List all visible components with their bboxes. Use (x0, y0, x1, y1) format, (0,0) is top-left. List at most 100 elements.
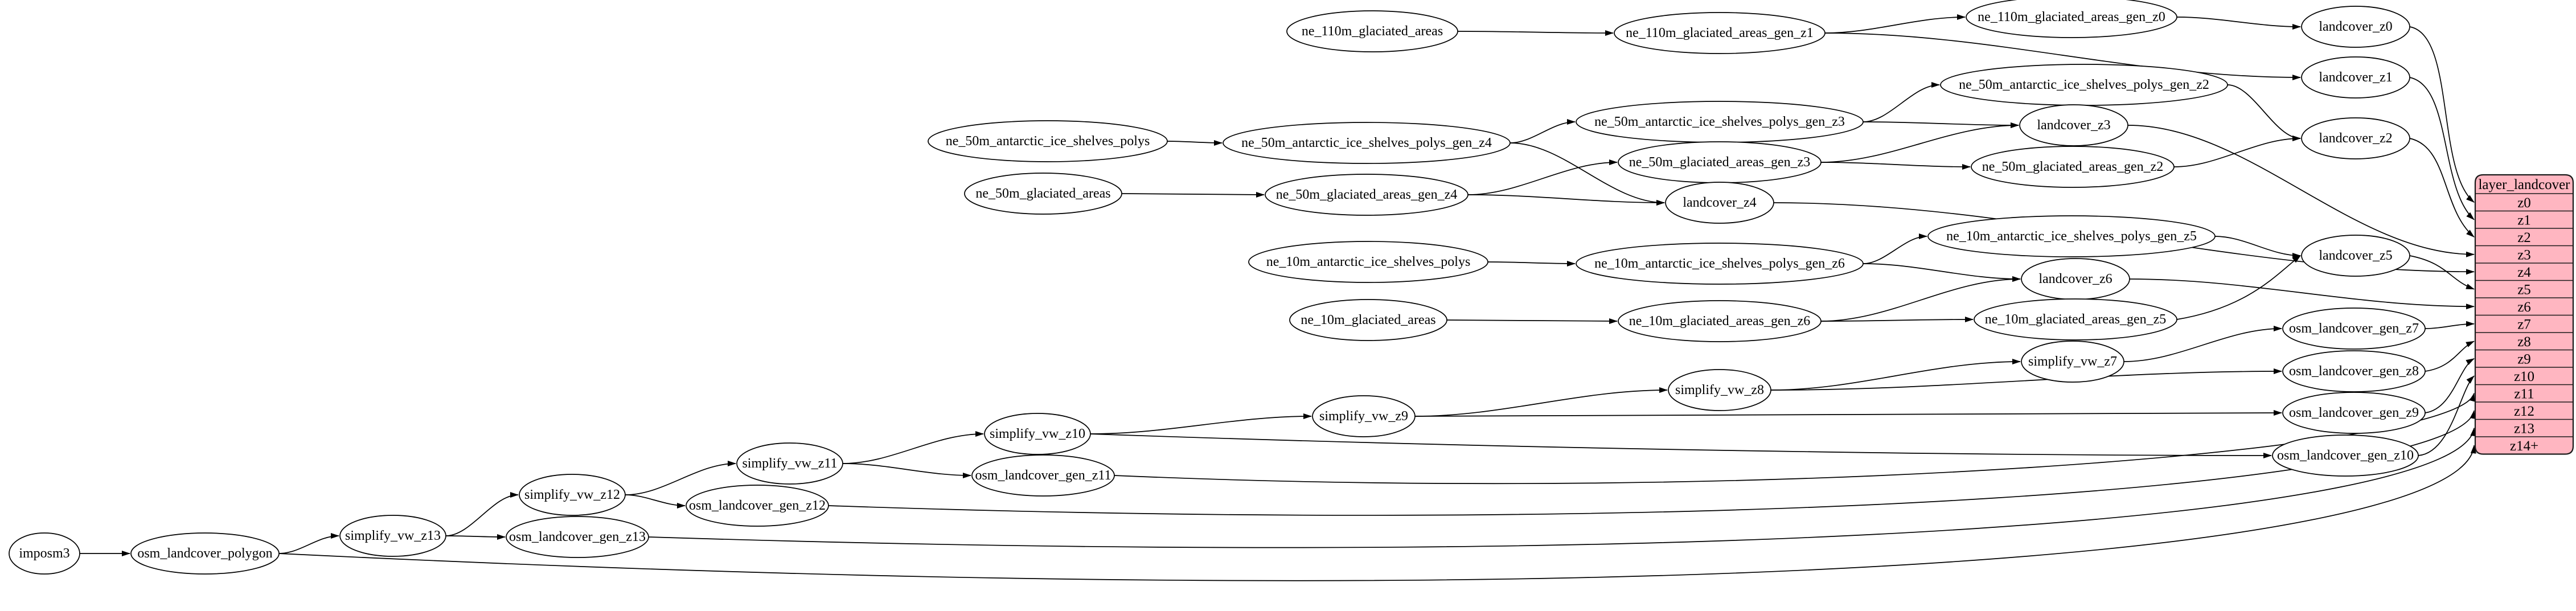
node-label-osm_landcover_polygon: osm_landcover_polygon (137, 546, 272, 561)
table-row-z2: z2 (2517, 230, 2531, 245)
table-row-z9: z9 (2517, 351, 2531, 367)
edge-simplify_vw_z9-to-osm_landcover_gen_z9 (1414, 410, 2282, 417)
edge-landcover_z1-to-row-z1 (2409, 77, 2475, 220)
node-simplify_vw_z12: simplify_vw_z12 (519, 474, 626, 516)
edge-ne_10m_antarctic_ice_shelves_polys_gen_z6-to-ne_10m_antarctic_ice_shelves_polys_gen_z5 (1863, 233, 1927, 264)
node-ne_50m_antarctic_ice_shelves_polys_gen_z2: ne_50m_antarctic_ice_shelves_polys_gen_z… (1940, 64, 2228, 106)
node-osm_landcover_gen_z13: osm_landcover_gen_z13 (506, 516, 649, 558)
node-label-imposm3: imposm3 (19, 546, 69, 561)
edge-osm_landcover_gen_z9-to-row-z9 (2425, 358, 2475, 413)
edge-simplify_vw_z9-to-simplify_vw_z8 (1414, 387, 1668, 417)
node-label-ne_50m_glaciated_areas: ne_50m_glaciated_areas (975, 186, 1110, 201)
node-label-osm_landcover_gen_z13: osm_landcover_gen_z13 (509, 530, 646, 544)
node-ellipse-landcover_z5 (2301, 235, 2410, 277)
node-label-landcover_z1: landcover_z1 (2319, 70, 2392, 85)
edge-ne_50m_glaciated_areas_gen_z4-to-landcover_z4 (1467, 194, 1665, 206)
edge-landcover_z2-to-row-z2 (2409, 138, 2475, 237)
table-row-z11: z11 (2514, 386, 2534, 401)
node-ellipse-osm_landcover_gen_z13 (506, 516, 649, 558)
edge-osm_landcover_gen_z8-to-row-z8 (2425, 341, 2475, 372)
node-simplify_vw_z10: simplify_vw_z10 (984, 413, 1091, 455)
node-label-simplify_vw_z13: simplify_vw_z13 (345, 528, 441, 543)
node-ne_50m_glaciated_areas_gen_z2: ne_50m_glaciated_areas_gen_z2 (1971, 146, 2175, 188)
node-label-ne_10m_glaciated_areas: ne_10m_glaciated_areas (1301, 313, 1435, 327)
node-label-ne_50m_antarctic_ice_shelves_polys: ne_50m_antarctic_ice_shelves_polys (946, 134, 1150, 149)
table-row-z5: z5 (2517, 282, 2531, 297)
node-landcover_z2: landcover_z2 (2301, 117, 2410, 159)
node-ellipse-simplify_vw_z11 (736, 442, 843, 485)
node-label-simplify_vw_z8: simplify_vw_z8 (1675, 383, 1764, 397)
node-ne_50m_antarctic_ice_shelves_polys: ne_50m_antarctic_ice_shelves_polys (928, 120, 1168, 162)
table-row-z6: z6 (2517, 300, 2531, 315)
node-label-osm_landcover_gen_z10: osm_landcover_gen_z10 (2277, 448, 2414, 463)
edges-layer (80, 14, 2476, 581)
node-label-landcover_z4: landcover_z4 (1683, 195, 1756, 210)
node-simplify_vw_z13: simplify_vw_z13 (339, 515, 446, 557)
edge-osm_landcover_gen_z10-to-row-z10 (2418, 375, 2475, 456)
node-osm_landcover_gen_z10: osm_landcover_gen_z10 (2272, 434, 2419, 477)
edge-ne_50m_glaciated_areas_gen_z4-to-ne_50m_glaciated_areas_gen_z3 (1467, 159, 1618, 195)
node-ellipse-ne_50m_antarctic_ice_shelves_polys_gen_z4 (1223, 122, 1511, 164)
node-osm_landcover_gen_z8: osm_landcover_gen_z8 (2282, 350, 2426, 392)
node-ellipse-osm_landcover_gen_z9 (2282, 392, 2426, 434)
node-label-ne_50m_glaciated_areas_gen_z4: ne_50m_glaciated_areas_gen_z4 (1276, 187, 1458, 202)
node-ellipse-landcover_z0 (2301, 6, 2410, 48)
node-label-simplify_vw_z11: simplify_vw_z11 (742, 456, 837, 471)
node-ellipse-landcover_z3 (2019, 104, 2128, 146)
table-row-z7: z7 (2517, 317, 2531, 332)
node-label-osm_landcover_gen_z8: osm_landcover_gen_z8 (2289, 364, 2419, 379)
edge-ne_50m_antarctic_ice_shelves_polys_gen_z4-to-landcover_z4 (1509, 142, 1665, 206)
edge-ne_10m_glaciated_areas-to-ne_10m_glaciated_areas_gen_z6 (1446, 318, 1618, 324)
edge-simplify_vw_z7-to-osm_landcover_gen_z7 (2123, 326, 2282, 362)
node-ne_10m_antarctic_ice_shelves_polys: ne_10m_antarctic_ice_shelves_polys (1248, 241, 1488, 283)
table-row-z12: z12 (2514, 404, 2534, 419)
edge-simplify_vw_z10-to-simplify_vw_z9 (1090, 413, 1312, 434)
node-ellipse-ne_110m_glaciated_areas (1286, 10, 1458, 52)
edge-simplify_vw_z8-to-osm_landcover_gen_z8 (1770, 368, 2282, 391)
node-label-ne_10m_antarctic_ice_shelves_polys_gen_z6: ne_10m_antarctic_ice_shelves_polys_gen_z… (1594, 256, 1845, 271)
node-label-landcover_z2: landcover_z2 (2319, 131, 2392, 146)
node-landcover_z1: landcover_z1 (2301, 56, 2410, 99)
edge-simplify_vw_z13-to-osm_landcover_gen_z13 (445, 534, 506, 540)
edge-ne_10m_glaciated_areas_gen_z5-to-landcover_z5 (2176, 255, 2301, 320)
node-ellipse-ne_50m_glaciated_areas (964, 173, 1122, 215)
edge-ne_50m_antarctic_ice_shelves_polys-to-ne_50m_antarctic_ice_shelves_polys_gen_z4 (1167, 140, 1223, 146)
node-label-osm_landcover_gen_z7: osm_landcover_gen_z7 (2289, 321, 2419, 336)
node-osm_landcover_polygon: osm_landcover_polygon (130, 532, 280, 575)
edge-ne_50m_antarctic_ice_shelves_polys_gen_z4-to-ne_50m_antarctic_ice_shelves_polys_gen_z3 (1509, 119, 1576, 143)
node-label-ne_110m_glaciated_areas_gen_z1: ne_110m_glaciated_areas_gen_z1 (1626, 26, 1814, 40)
node-osm_landcover_gen_z7: osm_landcover_gen_z7 (2282, 307, 2426, 350)
edge-simplify_vw_z12-to-osm_landcover_gen_z12 (625, 494, 686, 509)
edge-ne_10m_antarctic_ice_shelves_polys_gen_z5-to-landcover_z5 (2214, 236, 2301, 259)
table-row-z0: z0 (2517, 195, 2531, 211)
node-label-ne_10m_antarctic_ice_shelves_polys: ne_10m_antarctic_ice_shelves_polys (1266, 255, 1471, 269)
edge-ne_50m_antarctic_ice_shelves_polys_gen_z3-to-landcover_z3 (1863, 121, 2019, 128)
node-ne_10m_antarctic_ice_shelves_polys_gen_z6: ne_10m_antarctic_ice_shelves_polys_gen_z… (1576, 243, 1864, 285)
edge-ne_10m_antarctic_ice_shelves_polys-to-ne_10m_antarctic_ice_shelves_polys_gen_z6 (1487, 260, 1576, 266)
edge-landcover_z0-to-row-z0 (2409, 26, 2475, 203)
edge-ne_50m_antarctic_ice_shelves_polys_gen_z3-to-ne_50m_antarctic_ice_shelves_polys_gen_z2 (1863, 82, 1940, 122)
edge-simplify_vw_z13-to-simplify_vw_z12 (445, 492, 519, 536)
node-landcover_z6: landcover_z6 (2021, 258, 2130, 300)
node-ellipse-simplify_vw_z13 (339, 515, 446, 557)
node-osm_landcover_gen_z12: osm_landcover_gen_z12 (686, 485, 829, 527)
node-ne_110m_glaciated_areas_gen_z1: ne_110m_glaciated_areas_gen_z1 (1614, 12, 1826, 54)
table-row-z3: z3 (2517, 247, 2531, 263)
node-ellipse-ne_10m_antarctic_ice_shelves_polys (1248, 241, 1488, 283)
node-ellipse-osm_landcover_polygon (130, 532, 280, 575)
edge-ne_10m_glaciated_areas_gen_z6-to-ne_10m_glaciated_areas_gen_z5 (1820, 317, 1974, 323)
node-ne_10m_glaciated_areas_gen_z6: ne_10m_glaciated_areas_gen_z6 (1618, 300, 1822, 342)
node-ellipse-simplify_vw_z7 (2021, 341, 2124, 383)
node-label-ne_10m_antarctic_ice_shelves_polys_gen_z5: ne_10m_antarctic_ice_shelves_polys_gen_z… (1946, 229, 2197, 244)
node-label-ne_50m_antarctic_ice_shelves_polys_gen_z4: ne_50m_antarctic_ice_shelves_polys_gen_z… (1241, 136, 1492, 150)
edge-landcover_z3-to-row-z3 (2127, 125, 2475, 257)
edge-ne_110m_glaciated_areas_gen_z1-to-ne_110m_glaciated_areas_gen_z0 (1824, 14, 1966, 34)
edge-ne_110m_glaciated_areas_gen_z0-to-landcover_z0 (2176, 17, 2301, 30)
node-simplify_vw_z9: simplify_vw_z9 (1312, 395, 1416, 437)
edge-ne_50m_glaciated_areas-to-ne_50m_glaciated_areas_gen_z4 (1121, 191, 1265, 198)
node-label-ne_50m_glaciated_areas_gen_z3: ne_50m_glaciated_areas_gen_z3 (1629, 155, 1811, 170)
node-label-landcover_z5: landcover_z5 (2319, 248, 2392, 263)
node-ellipse-ne_50m_antarctic_ice_shelves_polys (928, 120, 1168, 162)
node-ne_50m_glaciated_areas_gen_z3: ne_50m_glaciated_areas_gen_z3 (1618, 141, 1822, 183)
